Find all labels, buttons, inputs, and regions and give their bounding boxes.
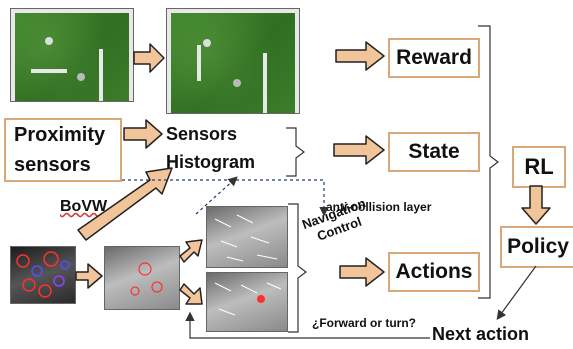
policy-to-next-action xyxy=(496,265,537,320)
arrow-to-reward xyxy=(335,41,385,71)
feature-markers xyxy=(16,251,70,298)
brace-reward-state xyxy=(478,25,499,299)
sensors-histogram-line1: Sensors xyxy=(166,124,238,144)
actions-box: Actions xyxy=(388,252,480,292)
rl-box: RL xyxy=(512,146,566,188)
next-action-feedback-loop xyxy=(185,311,430,339)
actions-label: Actions xyxy=(395,260,473,283)
arena-photo-after xyxy=(166,8,300,114)
brace-navigation xyxy=(288,203,307,333)
anti-collision-dashed-line xyxy=(122,179,329,217)
anti-collision-label: anti-collision layer xyxy=(326,200,432,214)
proximity-sensors-box: Proximity sensors xyxy=(4,118,122,182)
arena-photo-before xyxy=(10,8,134,102)
state-label: State xyxy=(408,140,460,163)
dashed-line-to-histogram xyxy=(195,176,238,215)
sensors-box-label: sensors xyxy=(14,154,91,176)
arrow-bovw xyxy=(77,167,173,241)
state-box: State xyxy=(388,132,480,172)
camera-frame-flow-top xyxy=(206,206,288,268)
arrow-rl-to-policy xyxy=(521,185,551,225)
sensors-histogram-line2: Histogram xyxy=(166,152,256,172)
policy-box: Policy xyxy=(500,226,573,268)
arrow-words-to-flow-bottom xyxy=(179,283,203,305)
arrow-photo-to-photo xyxy=(133,43,165,73)
arrow-proximity-to-histogram xyxy=(123,119,163,149)
forward-or-turn-label: ¿Forward or turn? xyxy=(312,316,416,330)
next-action-label: Next action xyxy=(432,324,530,344)
camera-frame-flow-bottom xyxy=(206,272,288,332)
camera-frame-features xyxy=(10,246,76,304)
camera-frame-words xyxy=(104,246,180,310)
proximity-label: Proximity xyxy=(14,124,106,146)
brace-histogram xyxy=(286,127,305,177)
rl-label: RL xyxy=(524,154,554,179)
reward-label: Reward xyxy=(396,46,472,69)
reward-box: Reward xyxy=(388,38,480,78)
arrow-features-to-words xyxy=(75,263,103,289)
arrow-words-to-flow-top xyxy=(179,239,203,263)
arrow-to-state xyxy=(333,135,385,165)
policy-label: Policy xyxy=(507,235,569,258)
bovw-label: BoVW xyxy=(60,198,108,215)
arrow-to-actions xyxy=(339,257,385,287)
